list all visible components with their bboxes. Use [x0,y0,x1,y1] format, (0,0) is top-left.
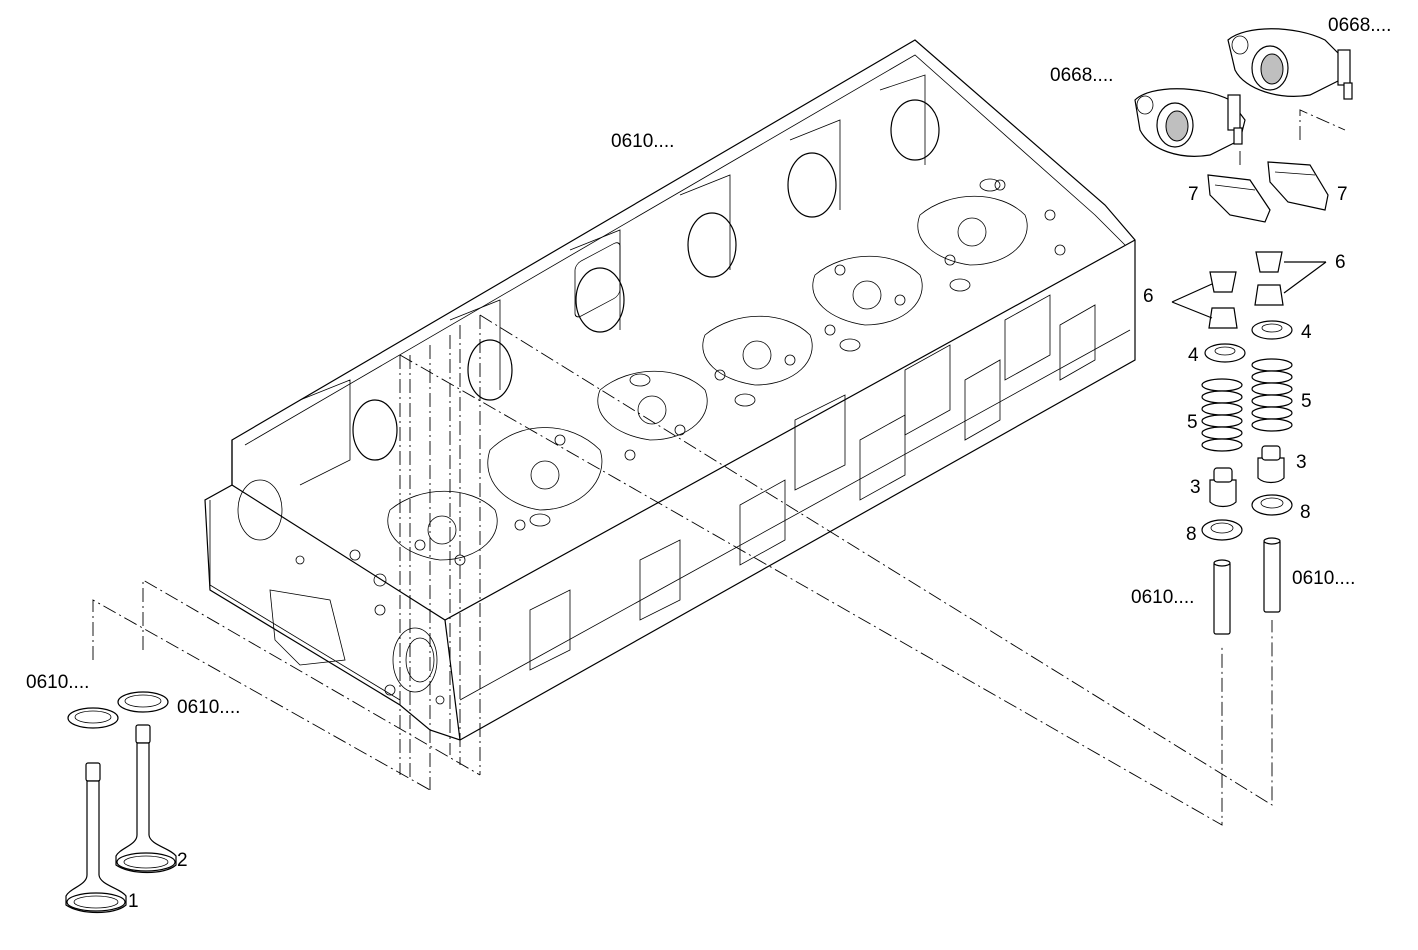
label-valve-seat-exhaust: 0610.... [177,697,240,718]
callout-5-left: 5 [1187,412,1198,433]
label-valve-guide-right: 0610.... [1292,568,1355,589]
spring-seat-left [1201,519,1243,541]
callout-8-right: 8 [1300,502,1311,523]
spring-retainer-right [1251,320,1293,340]
callout-3-left: 3 [1190,477,1201,498]
label-rocker-arm-left: 0668.... [1050,65,1113,86]
label-valve-guide-left: 0610.... [1131,587,1194,608]
spring-left [1201,378,1243,452]
callout-1: 1 [128,891,139,912]
callout-8-left: 8 [1186,524,1197,545]
callout-6-right: 6 [1335,252,1346,273]
bridge-left-drawing [1207,174,1271,223]
callout-5-right: 5 [1301,391,1312,412]
collets-left [1208,271,1238,329]
label-rocker-arm-right: 0668.... [1328,15,1391,36]
projection-lines [92,109,1346,826]
valve-guide-right-drawing [1263,537,1281,613]
cylinder-head-drawing [204,39,1136,790]
stem-seal-right [1257,445,1285,484]
bridge-right-drawing [1267,161,1329,211]
valve-2-drawing [115,724,177,874]
rocker-arm-right-drawing [1227,28,1353,100]
callout-7-right: 7 [1337,184,1348,205]
callout-4-left: 4 [1188,345,1199,366]
valve-1-drawing [65,762,127,914]
collets-right [1254,251,1284,306]
stem-seal-left [1209,467,1237,508]
callout-2: 2 [177,850,188,871]
callout-6-left: 6 [1143,286,1154,307]
label-valve-seat-intake: 0610.... [26,672,89,693]
leader-6-left [1171,283,1213,319]
spring-right [1251,358,1293,432]
spring-seat-right [1251,494,1293,516]
rocker-arm-left-drawing [1134,88,1246,157]
label-cylinder-head: 0610.... [611,131,674,152]
callout-4-right: 4 [1301,322,1312,343]
valve-guide-left-drawing [1213,559,1231,635]
valve-seat-rings [67,691,169,729]
leader-6-right [1283,261,1327,294]
callout-3-right: 3 [1296,452,1307,473]
callout-7-left: 7 [1188,184,1199,205]
spring-retainer-left [1204,343,1246,363]
